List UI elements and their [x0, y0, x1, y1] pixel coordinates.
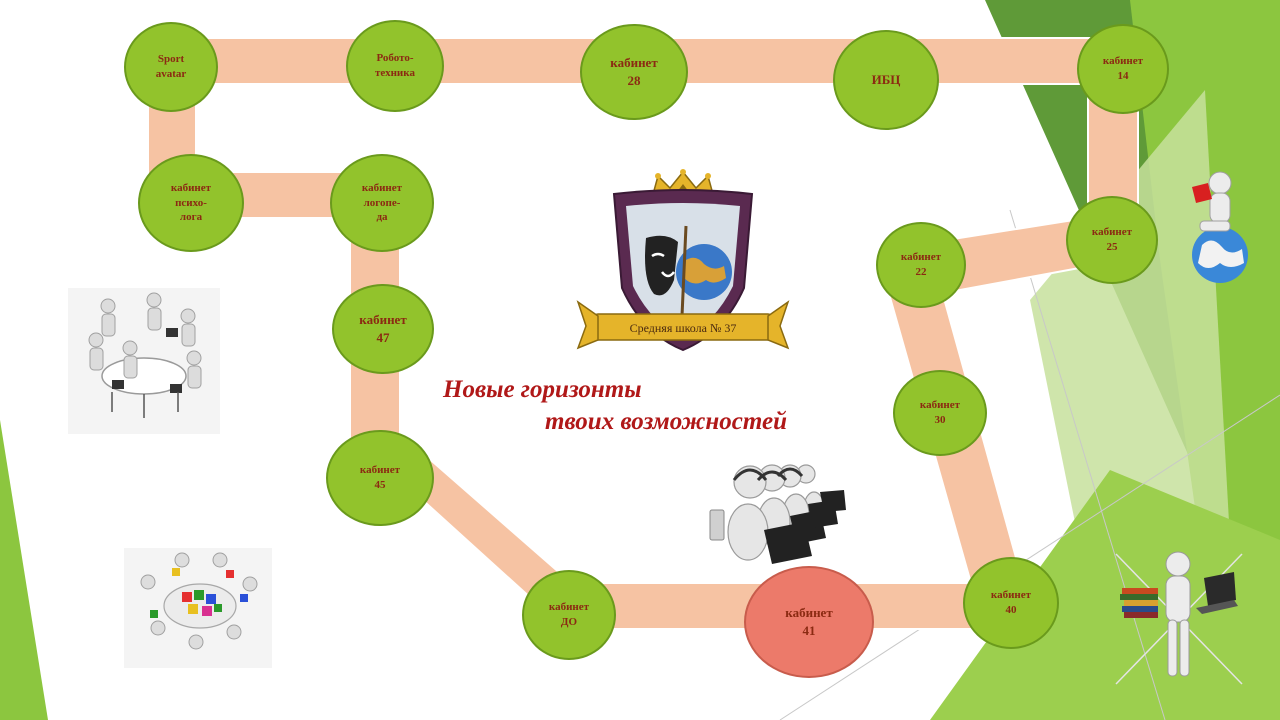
node-ibc[interactable]: ИБЦ [833, 30, 939, 130]
node-cabinet-25[interactable]: кабинет 25 [1066, 196, 1158, 284]
books-icon [1120, 588, 1158, 618]
node-cabinet-28[interactable]: кабинет 28 [580, 24, 688, 120]
emblem-ribbon-text: Средняя школа № 37 [630, 321, 737, 335]
node-cabinet-40[interactable]: кабинет 40 [963, 557, 1059, 649]
laptop-icon [1204, 572, 1236, 606]
node-cabinet-30[interactable]: кабинет 30 [893, 370, 987, 456]
node-robotics[interactable]: Робото- техника [346, 20, 444, 112]
node-cabinet-45[interactable]: кабинет 45 [326, 430, 434, 526]
node-cabinet-14[interactable]: кабинет 14 [1077, 24, 1169, 114]
school-emblem: Средняя школа № 37 [576, 169, 790, 352]
book-icon [1192, 183, 1212, 203]
brush-icon [680, 225, 688, 317]
node-psychologist[interactable]: кабинет психо- лога [138, 154, 244, 252]
bg-thin-line-2 [779, 394, 1280, 720]
node-sport-avatar[interactable]: Sport avatar [124, 22, 218, 112]
bg-thin-line [1009, 209, 1166, 720]
theater-mask-icon [645, 235, 678, 296]
node-cabinet-do[interactable]: кабинет ДО [522, 570, 616, 660]
meeting-figures-illustration [68, 288, 220, 434]
puzzle-team-illustration [124, 548, 272, 668]
node-cabinet-22[interactable]: кабинет 22 [876, 222, 966, 308]
slogan-line-2: твоих возможностей [545, 408, 787, 435]
bg-mid-green-wedge [930, 470, 1280, 720]
slogan-line-1: Новые горизонты [443, 376, 642, 403]
reader-on-globe-illustration [1192, 171, 1248, 283]
node-cabinet-47[interactable]: кабинет 47 [332, 284, 434, 374]
operators-illustration [709, 464, 846, 564]
node-cabinet-41[interactable]: кабинет 41 [744, 566, 874, 678]
headset-icon [732, 467, 804, 482]
bg-left-green-sliver [0, 420, 48, 720]
node-speech-therapist[interactable]: кабинет логопе- да [330, 154, 434, 252]
student-with-books-illustration [1115, 551, 1243, 685]
